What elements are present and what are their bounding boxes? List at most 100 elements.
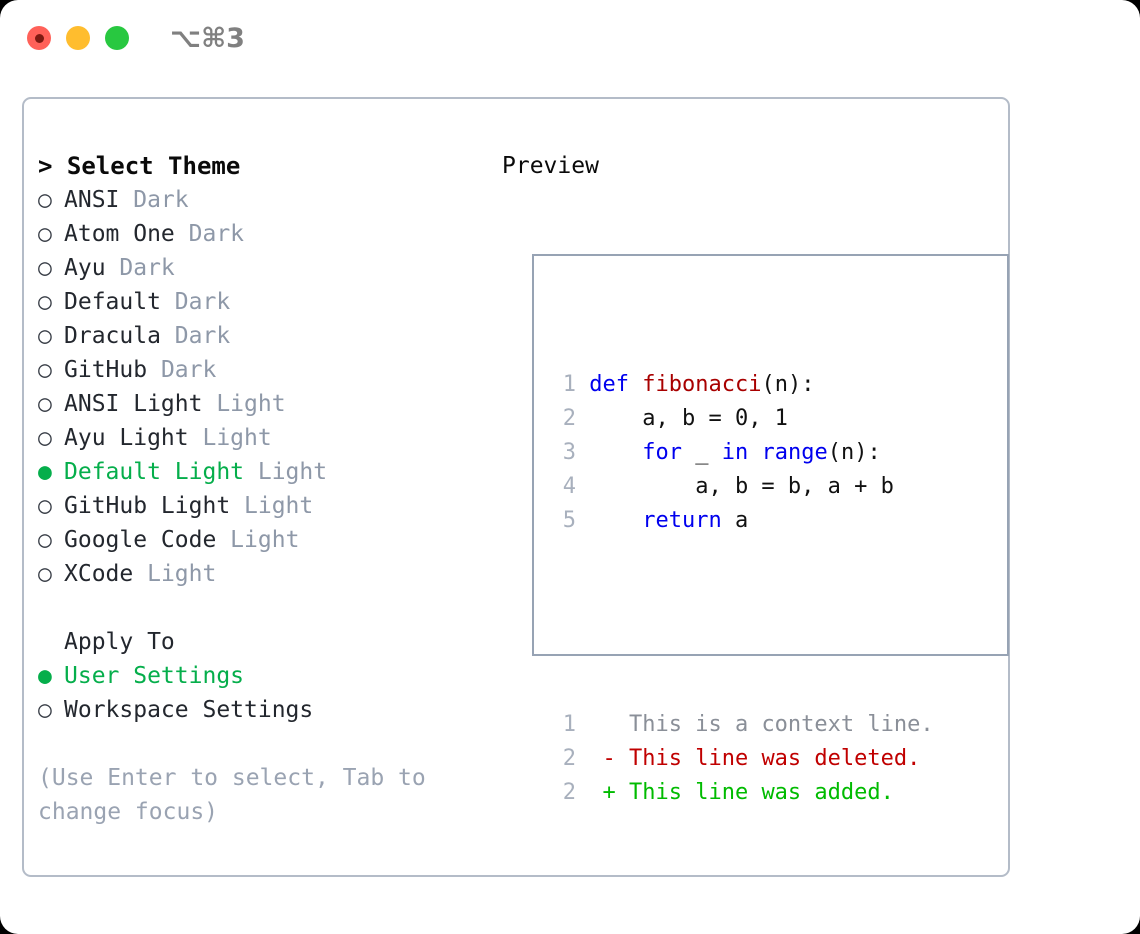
theme-option-github[interactable]: ○ GitHub Dark bbox=[38, 353, 488, 387]
code-token bbox=[589, 440, 642, 465]
diff-spacer bbox=[548, 606, 934, 640]
theme-name: ANSI bbox=[64, 187, 120, 213]
code-token: (n): bbox=[827, 440, 881, 465]
theme-option-ansi-light[interactable]: ○ ANSI Light Light bbox=[38, 387, 488, 421]
code-token: for bbox=[642, 440, 682, 465]
diff-line-del: 2 - This line was deleted. bbox=[548, 742, 934, 776]
apply-to-option-user-settings[interactable]: ● User Settings bbox=[38, 659, 488, 693]
line-number: 2 bbox=[562, 780, 576, 805]
code-token: a, b = b, a + b bbox=[589, 474, 894, 499]
radio-unselected-icon: ○ bbox=[38, 357, 52, 383]
code-line: 4 a, b = b, a + b bbox=[548, 470, 934, 504]
diff-line-ctx: 1 This is a context line. bbox=[548, 708, 934, 742]
theme-option-default-light[interactable]: ● Default Light Light bbox=[38, 455, 488, 489]
code-token bbox=[589, 508, 642, 533]
line-number: 1 bbox=[562, 372, 576, 397]
theme-name: ANSI Light bbox=[64, 391, 203, 417]
diff-text: + This line was added. bbox=[602, 780, 894, 805]
theme-option-xcode[interactable]: ○ XCode Light bbox=[38, 557, 488, 591]
preview-title: Preview bbox=[502, 153, 599, 179]
theme-name: GitHub Light bbox=[64, 493, 231, 519]
theme-name: Default Light bbox=[64, 459, 245, 485]
theme-option-github-light[interactable]: ○ GitHub Light Light bbox=[38, 489, 488, 523]
theme-variant-label: Light bbox=[202, 391, 286, 417]
theme-option-ayu-light[interactable]: ○ Ayu Light Light bbox=[38, 421, 488, 455]
theme-list-column: > Select Theme ○ANSI Dark○Atom One Dark○… bbox=[38, 149, 488, 829]
radio-unselected-icon: ○ bbox=[38, 323, 52, 349]
apply-to-option-workspace-settings[interactable]: ○Workspace Settings bbox=[38, 693, 488, 727]
radio-unselected-icon: ○ bbox=[38, 221, 52, 247]
apply-to-list: ● User Settings ○Workspace Settings bbox=[38, 659, 488, 727]
theme-variant-label: Dark bbox=[174, 221, 245, 247]
minimize-window-icon[interactable] bbox=[66, 26, 90, 50]
radio-unselected-icon: ○ bbox=[38, 527, 52, 553]
theme-name: Default bbox=[64, 289, 161, 315]
theme-option-google-code[interactable]: ○ Google Code Light bbox=[38, 523, 488, 557]
theme-variant-label: Dark bbox=[160, 323, 231, 349]
code-token: (n): bbox=[761, 372, 815, 397]
code-token: a bbox=[721, 508, 749, 533]
code-token: def bbox=[589, 372, 643, 397]
radio-unselected-icon: ○ bbox=[38, 187, 52, 213]
code-token: a, b = 0, 1 bbox=[589, 406, 788, 431]
theme-list: ○ANSI Dark○Atom One Dark○Ayu Dark○Defaul… bbox=[38, 183, 488, 591]
code-line: 2 a, b = 0, 1 bbox=[548, 402, 934, 436]
title-bar: ⌥⌘3 bbox=[0, 0, 1140, 76]
theme-variant-label: Light bbox=[216, 527, 300, 553]
radio-selected-icon: ● bbox=[38, 459, 52, 485]
radio-unselected-icon: ○ bbox=[38, 561, 52, 587]
code-line: 1 def fibonacci(n): bbox=[548, 368, 934, 402]
line-number: 2 bbox=[562, 406, 576, 431]
theme-name: GitHub bbox=[64, 357, 148, 383]
theme-name: Dracula bbox=[64, 323, 161, 349]
radio-unselected-icon: ○ bbox=[38, 493, 52, 519]
close-window-icon[interactable] bbox=[27, 26, 51, 50]
theme-option-ansi[interactable]: ○ANSI Dark bbox=[38, 183, 488, 217]
preview-column: Preview 1 def fibonacci(n):2 a, b = 0, 1… bbox=[502, 149, 1009, 805]
diff-lines: 1 This is a context line.2 - This line w… bbox=[548, 708, 934, 810]
traffic-lights bbox=[27, 26, 129, 50]
theme-name: Google Code bbox=[64, 527, 217, 553]
diff-text: This is a context line. bbox=[602, 712, 934, 737]
theme-picker-panel: > Select Theme ○ANSI Dark○Atom One Dark○… bbox=[22, 97, 1010, 877]
code-token: fibonacci bbox=[642, 372, 762, 397]
maximize-window-icon[interactable] bbox=[105, 26, 129, 50]
code-token: range bbox=[761, 440, 828, 465]
line-number: 1 bbox=[562, 712, 576, 737]
theme-variant-label: Light bbox=[244, 459, 328, 485]
theme-name: Atom One bbox=[64, 221, 175, 247]
code-line: 3 for _ in range(n): bbox=[548, 436, 934, 470]
theme-variant-label: Dark bbox=[105, 255, 175, 281]
radio-unselected-icon: ○ bbox=[38, 425, 52, 451]
section-spacer bbox=[38, 591, 488, 625]
line-number: 2 bbox=[562, 746, 576, 771]
code-line: 5 return a bbox=[548, 504, 934, 538]
code-token: in bbox=[721, 440, 749, 465]
radio-unselected-icon: ○ bbox=[38, 391, 52, 417]
theme-name: Ayu Light bbox=[64, 425, 189, 451]
theme-variant-label: Light bbox=[230, 493, 314, 519]
theme-variant-label: Light bbox=[133, 561, 217, 587]
radio-selected-icon: ● bbox=[38, 663, 52, 689]
theme-option-dracula[interactable]: ○ Dracula Dark bbox=[38, 319, 488, 353]
code-token bbox=[748, 440, 761, 465]
keyboard-shortcut-label: ⌥⌘3 bbox=[170, 23, 245, 54]
apply-to-heading: Apply To bbox=[64, 629, 175, 655]
theme-option-default[interactable]: ○Default Dark bbox=[38, 285, 488, 319]
theme-name: Ayu bbox=[64, 255, 106, 281]
theme-variant-label: Dark bbox=[160, 289, 231, 315]
apply-to-label: User Settings bbox=[64, 663, 245, 689]
theme-option-atom-one[interactable]: ○ Atom One Dark bbox=[38, 217, 488, 251]
line-number: 4 bbox=[562, 474, 576, 499]
diff-text: - This line was deleted. bbox=[602, 746, 921, 771]
theme-option-ayu[interactable]: ○Ayu Dark bbox=[38, 251, 488, 285]
theme-variant-label: Light bbox=[188, 425, 272, 451]
theme-variant-label: Dark bbox=[147, 357, 217, 383]
apply-to-label: Workspace Settings bbox=[64, 697, 314, 723]
code-token: return bbox=[642, 508, 722, 533]
code-token: _ bbox=[681, 440, 722, 465]
theme-name: XCode bbox=[64, 561, 134, 587]
